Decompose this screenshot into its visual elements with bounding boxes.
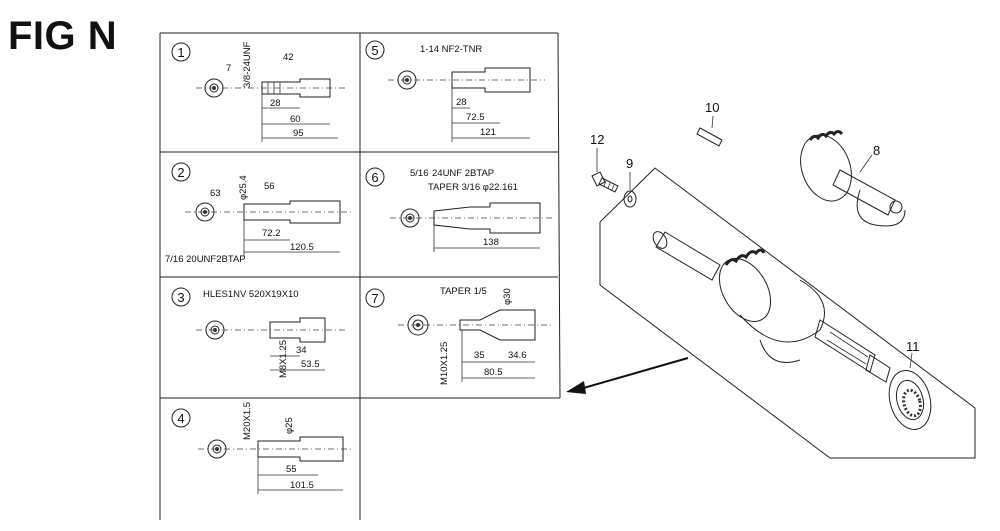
dim-label: 7/16 20UNF2BTAP	[165, 254, 246, 265]
dim-label: 138	[483, 237, 499, 248]
dim-label: 72.5	[466, 112, 485, 123]
assembly-frame	[599, 167, 976, 459]
dim-label: 35	[474, 350, 485, 361]
panel-number-circle	[171, 42, 191, 62]
bearing-part	[888, 370, 932, 430]
panel-5: 5 1-14 NF2-TNR 28 72.5 121	[365, 40, 545, 142]
panel-3: 3 HLES1NV 520X19X10 34 53.5 M8X1.25	[171, 287, 345, 378]
callout-12: 12	[590, 132, 604, 147]
callout-10: 10	[705, 100, 719, 115]
dim-label: 55	[286, 464, 297, 475]
figure-title: FIG N	[8, 14, 118, 58]
panel-number: 2	[177, 165, 184, 180]
callout-11: 11	[906, 339, 920, 354]
dim-label: 121	[480, 127, 496, 138]
dim-label: TAPER 3/16 φ22.161	[428, 182, 518, 193]
dim-label: TAPER 1/5	[440, 286, 487, 297]
panel-7: 7 TAPER 1/5 φ30 35 34.6 80.5 M10X1.25	[365, 286, 552, 385]
part-callouts: 12 9 10 8 11	[590, 100, 920, 369]
camshaft-part	[800, 130, 906, 227]
dim-label: M20X1.5	[242, 402, 253, 440]
dim-label: M10X1.25	[439, 342, 450, 385]
dim-label: φ25	[284, 417, 295, 434]
dim-label: 1-14 NF2-TNR	[420, 44, 482, 55]
callout-8: 8	[873, 143, 880, 158]
crankshaft	[652, 231, 891, 383]
dim-label: 3/8-24UNF	[242, 41, 253, 88]
variants-grid	[159, 32, 561, 520]
dim-label: φ25.4	[238, 175, 249, 200]
dim-label: 5/16	[410, 168, 429, 179]
dim-label: 34.6	[508, 350, 527, 361]
dim-label: 34	[296, 345, 307, 356]
key-part	[696, 127, 723, 147]
panel-4: 4 M20X1.5 φ25 55 101.5	[171, 402, 352, 494]
panel-2: 2 63 56 φ25.4 72.2 120.5 7/16 20UNF2BTAP	[165, 162, 352, 265]
panel-number: 1	[177, 45, 184, 60]
panel-6: 6 5/16 24UNF 2BTAP TAPER 3/16 φ22.161 13…	[365, 167, 552, 252]
panel-number: 4	[177, 411, 184, 426]
dim-label: 72.2	[262, 228, 281, 239]
dim-label: 53.5	[301, 359, 320, 370]
dim-label: M8X1.25	[278, 340, 289, 378]
pointer-arrow	[566, 357, 689, 394]
dim-label: 7	[226, 63, 231, 74]
dim-label: 60	[290, 114, 301, 125]
dim-label: 28	[270, 98, 281, 109]
panel-number: 6	[371, 170, 378, 185]
dim-label: 80.5	[484, 367, 503, 378]
dim-label: 95	[293, 128, 304, 139]
dim-label: 63	[210, 188, 221, 199]
panel-number: 7	[371, 291, 378, 306]
panel-number: 5	[371, 43, 378, 58]
dim-label: 24UNF 2BTAP	[432, 168, 494, 179]
dim-label: HLES1NV 520X19X10	[203, 289, 299, 300]
washer-part	[623, 190, 637, 208]
dim-label: φ30	[502, 288, 513, 305]
bolt-part	[591, 171, 619, 193]
dim-label: 42	[283, 52, 294, 63]
panel-number: 3	[177, 290, 184, 305]
dim-label: 56	[264, 181, 275, 192]
callout-9: 9	[626, 156, 633, 171]
dim-label: 101.5	[290, 480, 314, 491]
dim-label: 28	[456, 97, 467, 108]
panel-1: 1 7 3/8-24UNF 42 28 60 95	[171, 41, 345, 142]
dim-label: 120.5	[290, 242, 314, 253]
